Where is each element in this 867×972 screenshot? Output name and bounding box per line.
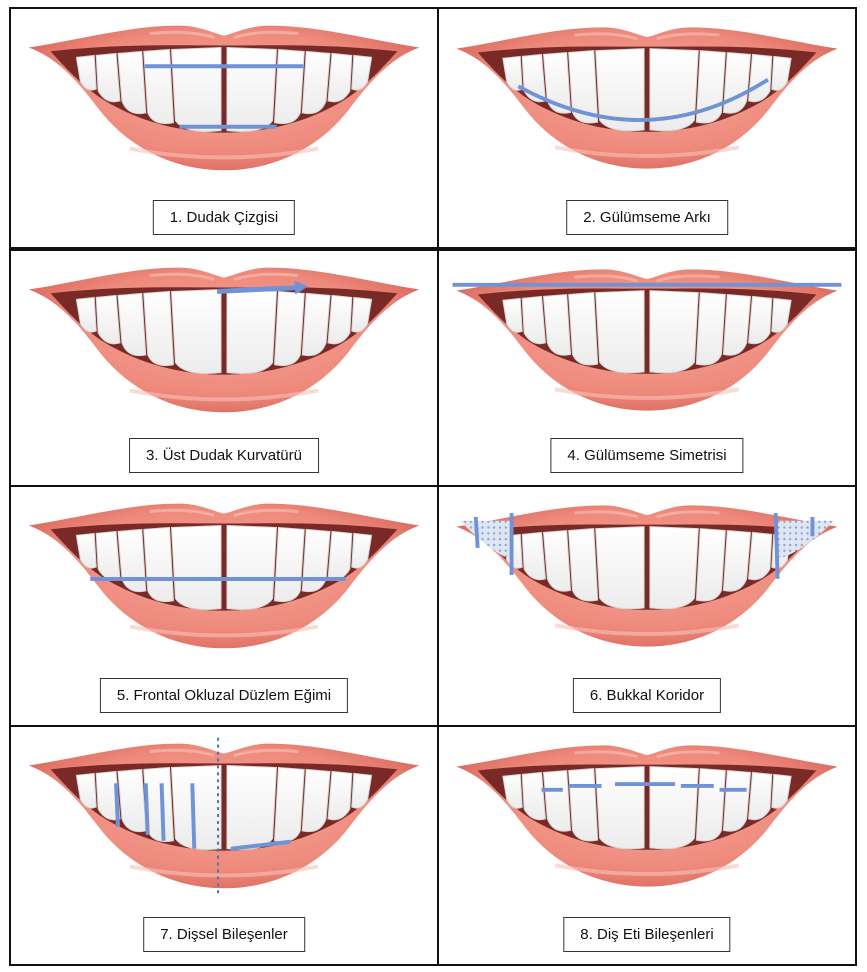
panel-lip-line: 1. Dudak Çizgisi: [9, 7, 439, 249]
panel-caption: 8. Diş Eti Bileşenleri: [563, 917, 730, 952]
gingival-components-marker: [439, 727, 855, 902]
panel-gingival-components: 8. Diş Eti Bileşenleri: [437, 725, 857, 966]
panel-caption: 4. Gülümseme Simetrisi: [550, 438, 743, 473]
smile-symmetry-marker: [439, 251, 855, 426]
buccal-corridor-marker: [439, 487, 855, 662]
panel-occlusal-plane: 5. Frontal Okluzal Düzlem Eğimi: [9, 485, 439, 727]
dental-components-marker: [11, 727, 437, 902]
panel-caption: 3. Üst Dudak Kurvatürü: [129, 438, 319, 473]
lip-line-marker: [11, 9, 437, 184]
smile-arc-marker: [439, 9, 855, 184]
panel-caption: 2. Gülümseme Arkı: [566, 200, 728, 235]
panel-caption: 5. Frontal Okluzal Düzlem Eğimi: [100, 678, 348, 713]
panel-caption: 1. Dudak Çizgisi: [153, 200, 295, 235]
panel-caption: 7. Dişsel Bileşenler: [143, 917, 305, 952]
panel-smile-symmetry: 4. Gülümseme Simetrisi: [437, 249, 857, 487]
panel-smile-arc: 2. Gülümseme Arkı: [437, 7, 857, 249]
panel-dental-components: 7. Dişsel Bileşenler: [9, 725, 439, 966]
panel-upper-lip-curvature: 3. Üst Dudak Kurvatürü: [9, 249, 439, 487]
panel-caption: 6. Bukkal Koridor: [573, 678, 721, 713]
occlusal-plane-marker: [11, 487, 437, 662]
upper-lip-curvature-marker: [11, 251, 437, 426]
panel-buccal-corridor: 6. Bukkal Koridor: [437, 485, 857, 727]
